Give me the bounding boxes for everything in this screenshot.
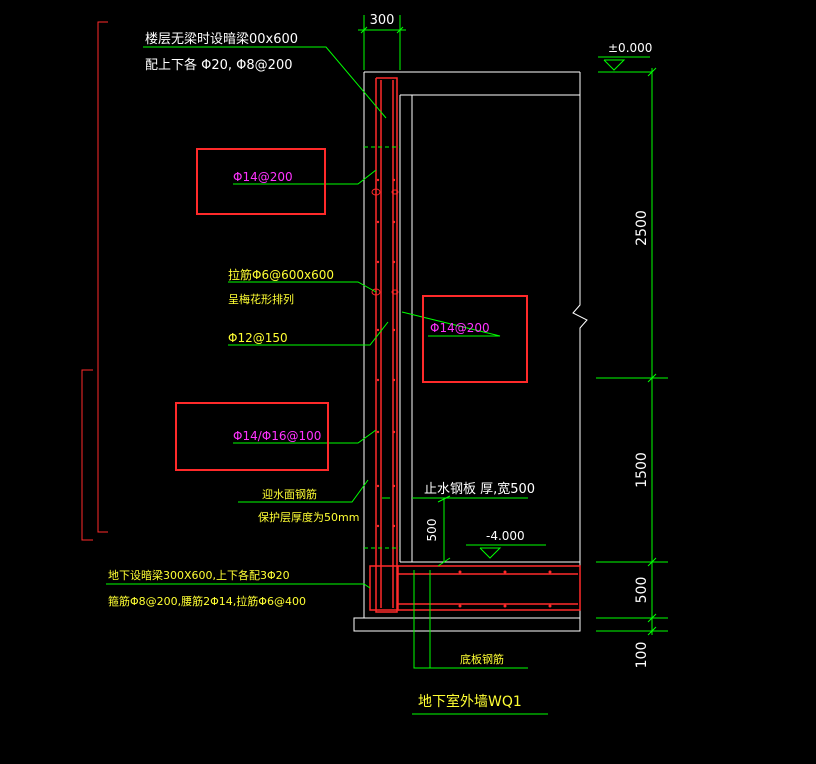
outer-face-label-2: 保护层厚度为50mm xyxy=(258,510,359,524)
elevation-top-marker xyxy=(598,56,652,73)
extent-bracket-upper xyxy=(97,21,108,533)
highlight-box-right xyxy=(422,295,528,383)
waterstop-dimension xyxy=(382,495,451,567)
vertical-bar-upper-label: Φ14@200 xyxy=(233,170,293,184)
extent-bracket-lower xyxy=(81,369,93,541)
highlight-box-upper xyxy=(196,148,326,215)
dim-1500: 1500 xyxy=(634,452,650,488)
horizontal-bar-label: Φ12@150 xyxy=(228,331,288,345)
top-beam-note-2: 配上下各 Φ20, Φ8@200 xyxy=(145,57,293,73)
highlight-boxes xyxy=(175,148,528,471)
outer-face-label-1: 迎水面钢筋 xyxy=(262,487,317,501)
top-width-dimension xyxy=(358,15,406,70)
top-width-label: 300 xyxy=(370,13,395,28)
slab-rebar-label: 底板钢筋 xyxy=(460,652,504,666)
drawing-title: 地下室外墙WQ1 xyxy=(418,693,522,710)
dim-500-beam: 500 xyxy=(634,577,650,604)
dim-100-slab: 100 xyxy=(634,642,650,669)
tie-bar-label-1: 拉筋Φ6@600x600 xyxy=(228,267,334,282)
bottom-beam-note-1: 地下设暗梁300X600,上下各配3Φ20 xyxy=(108,568,290,582)
bottom-beam-note-2: 箍筋Φ8@200,腰筋2Φ14,拉筋Φ6@400 xyxy=(108,594,306,608)
rebar-dots xyxy=(376,178,552,608)
waterstop-label: 止水钢板 厚,宽500 xyxy=(424,481,535,497)
vertical-bar-lower-label: Φ14/Φ16@100 xyxy=(233,429,321,443)
waterstop-dim-label: 500 xyxy=(425,519,439,542)
wall-rebar xyxy=(369,77,581,613)
wall-outline xyxy=(353,71,581,632)
tie-bar-label-2: 呈梅花形排列 xyxy=(228,292,294,306)
elevation-floor-label: -4.000 xyxy=(486,529,525,543)
construction-joints xyxy=(364,146,400,549)
highlight-box-lower xyxy=(175,402,329,471)
inner-bar-label: Φ14@200 xyxy=(430,321,490,335)
tie-bar-hooks xyxy=(371,188,399,296)
break-line xyxy=(572,72,588,618)
right-dimension-chain xyxy=(596,67,668,636)
elevation-top-label: ±0.000 xyxy=(608,41,652,55)
dim-2500: 2500 xyxy=(634,210,650,246)
elevation-floor-marker xyxy=(466,544,546,559)
leader-lines xyxy=(106,46,528,669)
top-beam-note-1: 楼层无梁时设暗梁00x600 xyxy=(145,32,298,47)
